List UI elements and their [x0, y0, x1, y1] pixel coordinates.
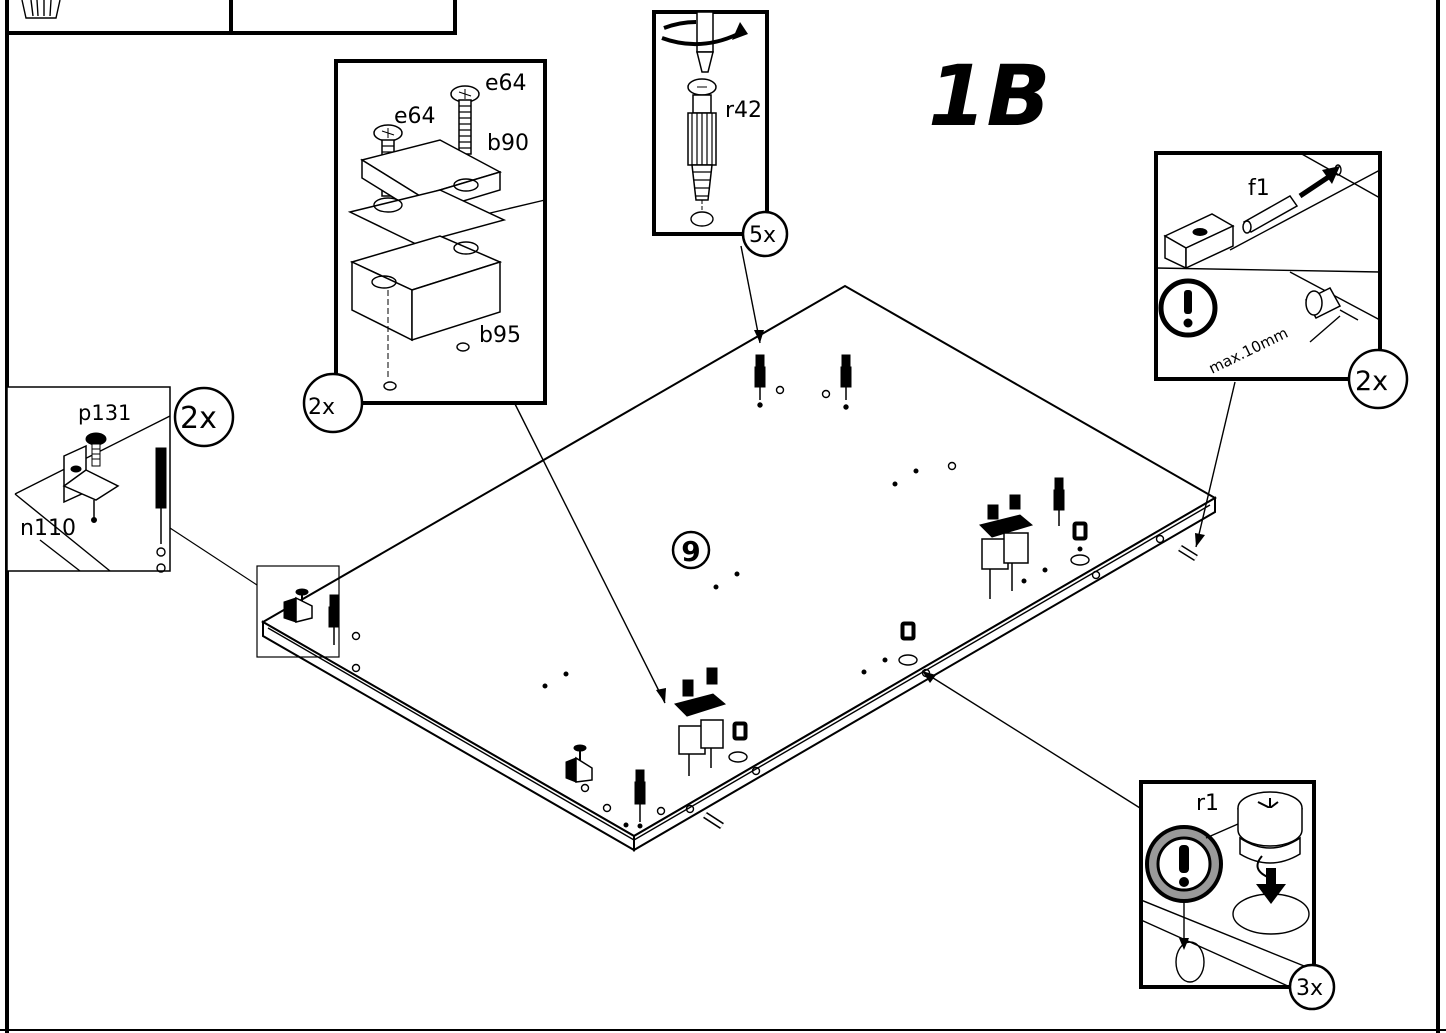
- screw-right-label: e64: [485, 71, 527, 96]
- base-icon: [349, 235, 503, 391]
- mounting-plate-callout: e64 e64 b90 b95 2x: [302, 59, 547, 434]
- bolt-label: r42: [725, 98, 762, 123]
- cam-bolt-callout: r42 5x: [652, 10, 789, 258]
- inserted-dowel-icon: [1304, 287, 1359, 343]
- exclamation-icon: [1158, 278, 1218, 338]
- bracket-label: n110: [20, 516, 76, 541]
- bracket-callout: p131 n110 2x: [6, 386, 235, 573]
- leader-lines: [169, 245, 1236, 809]
- cam-lock-icon: [1237, 791, 1303, 879]
- rotate-arrow-icon: [661, 20, 748, 47]
- step-title: 1B: [928, 47, 1050, 145]
- hole-icon: [1175, 941, 1205, 983]
- cam-lock-callout: r1 3x: [1139, 780, 1336, 1011]
- dowel-icon: [1242, 195, 1299, 234]
- arrow-icon: [1298, 164, 1342, 199]
- quantity-label: 5x: [749, 223, 776, 248]
- quantity-label: 2x: [308, 395, 335, 420]
- down-arrow-icon: [1232, 868, 1310, 935]
- bracket-screw-icon: [85, 432, 107, 467]
- quantity-badge: [302, 372, 364, 434]
- quantity-label: 3x: [1296, 976, 1323, 1001]
- base-label: b95: [479, 323, 521, 348]
- bin-icon: [21, 0, 61, 19]
- board-number-badge: [671, 530, 711, 570]
- plate-icon: [347, 139, 507, 245]
- quantity-badge: [1347, 348, 1409, 410]
- board-number: 9: [681, 535, 700, 568]
- bracket-detail-marker: [256, 565, 340, 658]
- board-dowels: [703, 545, 1198, 829]
- screw-label: p131: [78, 401, 131, 425]
- bracket-bolt-icon: [155, 447, 167, 573]
- quantity-label: 2x: [1355, 366, 1388, 397]
- board-brackets: [565, 744, 593, 783]
- board-holes: [351, 385, 1165, 829]
- screw-right-icon: [450, 85, 480, 155]
- dowel-callout: f1 max.10mm 2x: [1154, 151, 1409, 410]
- quantity-label: 2x: [180, 401, 217, 436]
- cam-bolt-icon: [687, 78, 717, 227]
- header-box: [5, 0, 457, 35]
- quantity-badge: [741, 210, 789, 258]
- panel-edge-icon: [1163, 213, 1235, 270]
- dowel-label: f1: [1248, 176, 1270, 201]
- board-cam-locks: [732, 521, 1088, 741]
- screw-left-label: e64: [394, 104, 436, 129]
- board-corner-bracket: [283, 588, 313, 623]
- bracket-icon: [62, 444, 120, 523]
- board-cam-bolts: [328, 354, 1065, 822]
- quantity-badge: [1288, 963, 1336, 1011]
- exclamation-icon: [1145, 825, 1223, 903]
- plate-label: b90: [487, 131, 529, 156]
- board-hinge-plates: [674, 494, 1034, 776]
- quantity-badge: [173, 386, 235, 448]
- cam-label: r1: [1196, 791, 1219, 816]
